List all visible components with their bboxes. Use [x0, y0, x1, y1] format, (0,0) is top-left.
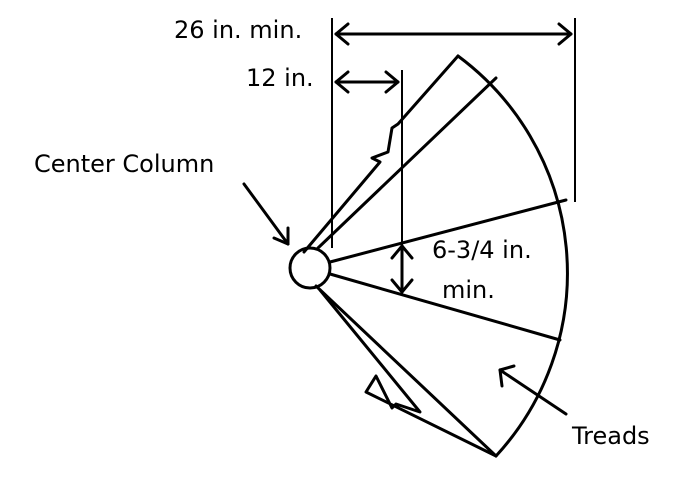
label-center-column: Center Column [34, 150, 214, 178]
dimension-headroom-arrowhead-top [390, 244, 414, 260]
center-column-pointer-line [242, 182, 290, 246]
treads-pointer-line [498, 368, 568, 416]
dimension-26in-arrowhead-left [334, 22, 350, 46]
center-column-circle [288, 246, 332, 290]
tread-line-1 [316, 76, 498, 250]
center-column-pointer-arrowhead [272, 226, 290, 246]
treads-pointer-arrowhead [498, 364, 516, 388]
lower-fan-outline [318, 288, 498, 458]
label-headroom-line1: 6-3/4 in. [432, 236, 532, 264]
dimension-26in-arrowhead-right [557, 22, 573, 46]
tread-line-4 [314, 284, 498, 458]
tread-line-2 [328, 198, 568, 264]
outer-arc [456, 54, 569, 458]
label-headroom-line2: min. [442, 276, 495, 304]
dimension-headroom-arrowhead-bottom [390, 278, 414, 294]
label-treads: Treads [571, 422, 650, 450]
tread-line-3 [328, 272, 562, 342]
dimension-12in-arrowhead-right [384, 70, 400, 94]
label-tread-depth: 12 in. [246, 64, 314, 92]
dimension-12in-arrowhead-left [334, 70, 350, 94]
upper-fan-outline [302, 54, 460, 254]
label-overall-width: 26 in. min. [174, 16, 302, 44]
